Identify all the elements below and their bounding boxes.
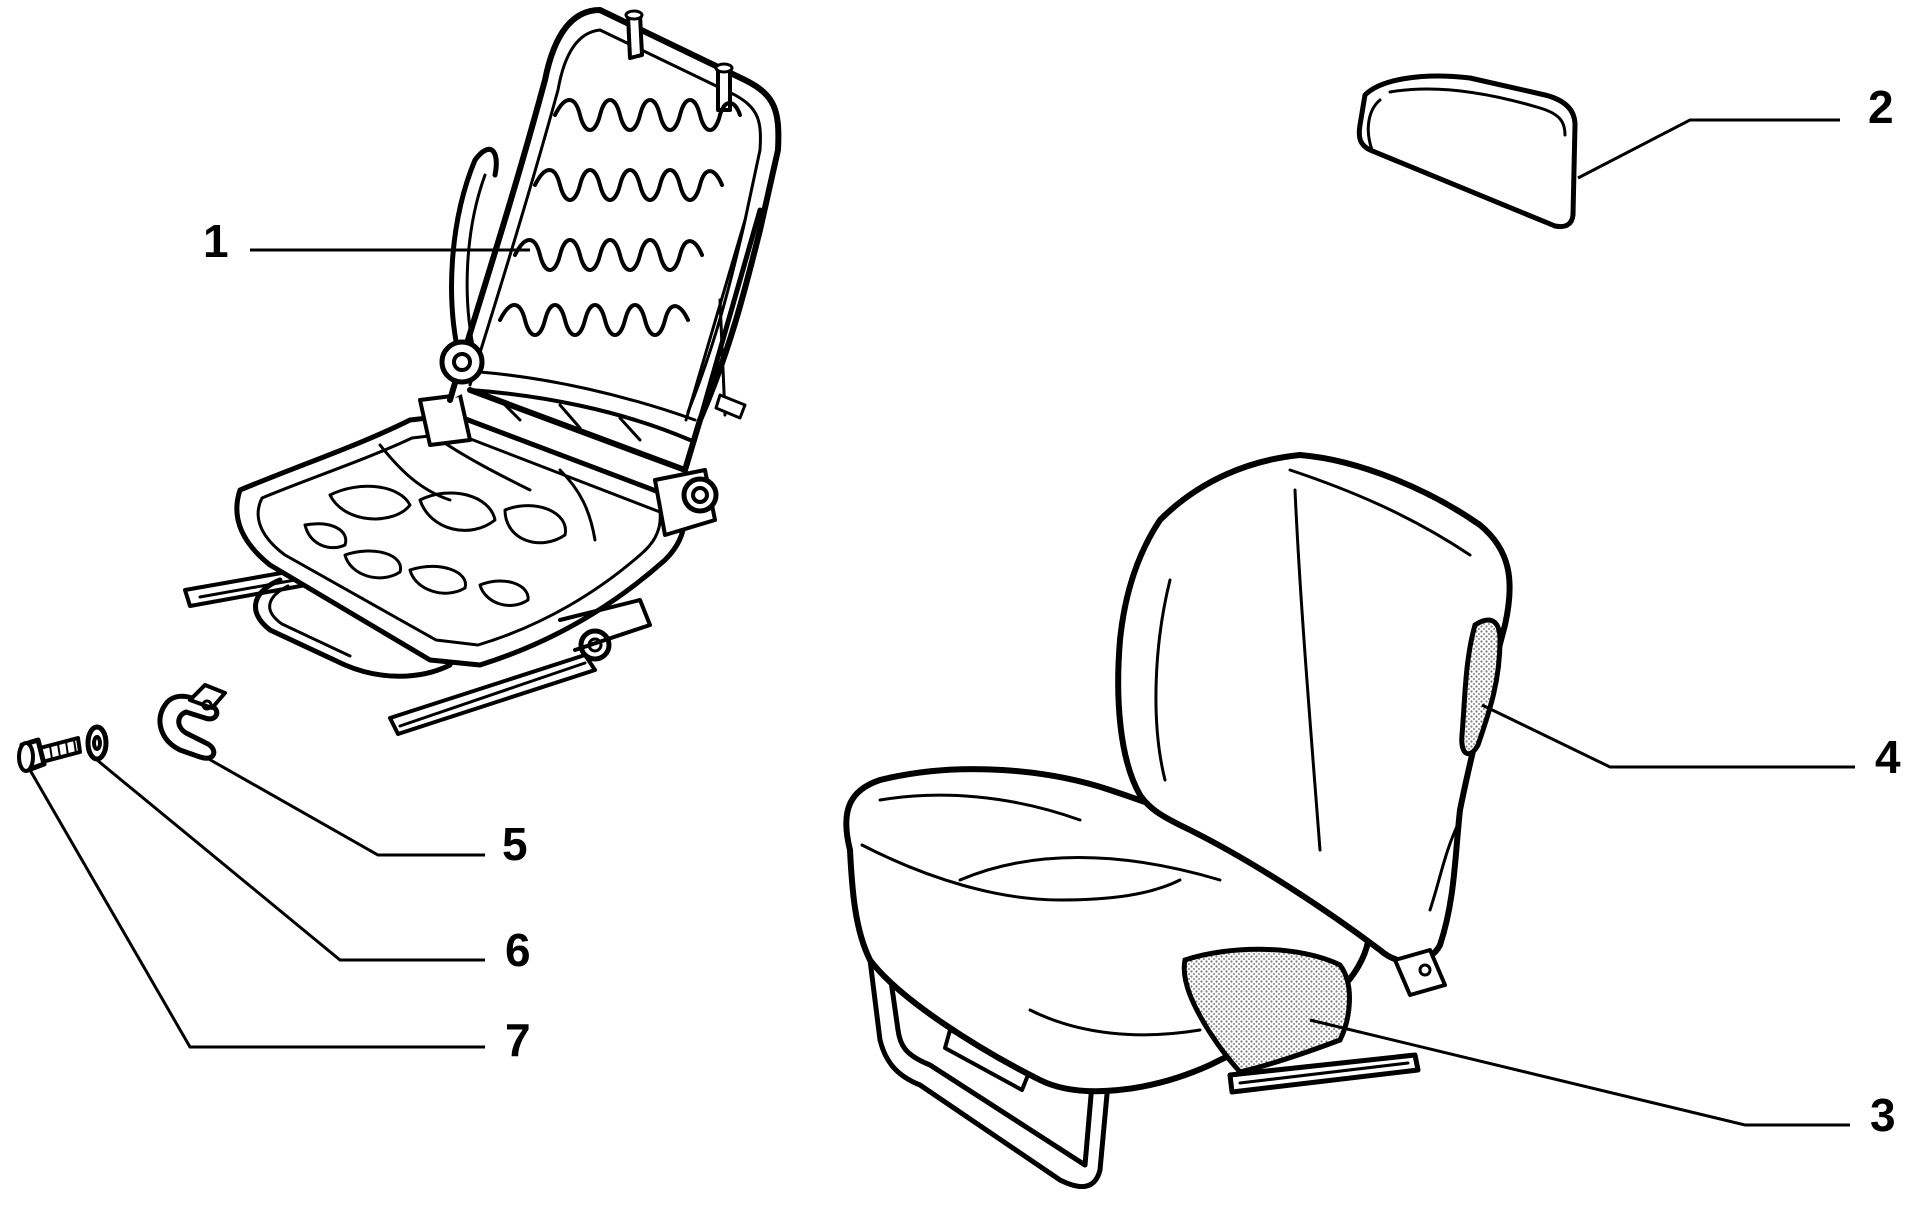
callout-4: 4	[1875, 731, 1901, 783]
callout-5: 5	[502, 818, 528, 870]
upholstered-seat	[843, 452, 1513, 1190]
leader-line-4	[1481, 703, 1855, 769]
leader-lines	[28, 118, 1855, 1127]
callout-1: 1	[203, 215, 229, 267]
leader-line-6	[96, 758, 485, 962]
seat-shaded-patch	[1181, 946, 1352, 1075]
callout-7: 7	[505, 1014, 531, 1066]
callout-6: 6	[505, 924, 531, 976]
callout-3: 3	[1870, 1089, 1896, 1141]
washer-part	[85, 724, 109, 762]
headrest-part	[1356, 73, 1578, 230]
leader-line-5	[206, 756, 485, 857]
leader-line-7	[28, 769, 485, 1049]
bolt-part	[17, 736, 82, 773]
callout-labels: 1 2 3 4 5 6 7	[203, 81, 1901, 1141]
seat-frame-part	[183, 7, 782, 736]
callout-2: 2	[1868, 81, 1894, 133]
backrest-shaded-patch	[1459, 617, 1503, 757]
clip-part	[157, 683, 227, 761]
leader-line-2	[1577, 118, 1840, 180]
leader-line-3	[1309, 1018, 1850, 1127]
